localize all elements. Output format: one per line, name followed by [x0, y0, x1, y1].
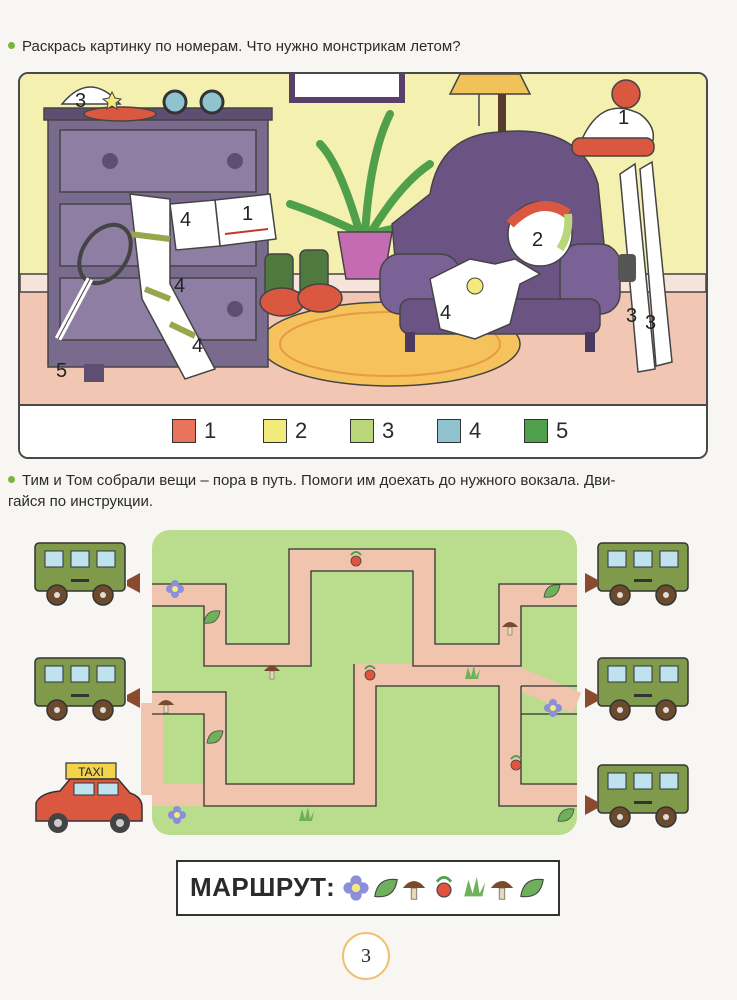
number-label: 4 [180, 209, 191, 231]
legend-number: 1 [204, 418, 217, 443]
number-label: 5 [56, 360, 67, 382]
number-label: 1 [618, 107, 629, 129]
leaf-icon [374, 878, 398, 898]
task-2-text-line-2: гайся по инструкции. [8, 493, 154, 510]
number-label: 1 [242, 203, 253, 225]
number-label: 3 [626, 305, 637, 327]
number-label: 2 [532, 229, 543, 251]
wagon-right-middle [597, 657, 689, 721]
legend-swatch [263, 419, 287, 443]
bullet-icon [8, 41, 15, 49]
route-steps [343, 875, 544, 901]
mushroom-icon [402, 880, 426, 900]
legend-item: 3 [350, 418, 394, 444]
legend-swatch [172, 419, 196, 443]
room-illustration: 3 1 4 1 2 4 4 4 5 3 3 [20, 74, 706, 404]
number-label: 4 [440, 302, 451, 324]
task-1-instruction: Раскрась картинку по номерам. Что нужно … [8, 36, 461, 57]
legend-number: 4 [469, 418, 482, 443]
legend-swatch [524, 419, 548, 443]
number-label: 3 [75, 90, 86, 112]
task-2-instruction: Тим и Том собрали вещи – пора в путь. По… [8, 470, 713, 512]
page-number: 3 [342, 932, 390, 980]
maze-walls [152, 548, 577, 807]
number-label: 4 [192, 335, 203, 357]
coloring-picture: 3 1 4 1 2 4 4 4 5 3 3 1 2 3 4 5 [18, 72, 708, 459]
legend-swatch [437, 419, 461, 443]
wagon-right-bottom [597, 764, 689, 828]
legend-swatch [350, 419, 374, 443]
berry-icon [435, 876, 453, 899]
legend-item: 5 [524, 418, 568, 444]
taxi-car: TAXI [35, 762, 143, 833]
legend-number: 2 [295, 418, 308, 443]
legend-item: 2 [263, 418, 307, 444]
bullet-icon [8, 475, 15, 483]
wagon-left-top [34, 542, 126, 606]
leaf-icon [520, 878, 544, 898]
task-2-text-line-1: Тим и Том собрали вещи – пора в путь. По… [22, 472, 616, 489]
flower-icon [343, 875, 369, 901]
legend-item: 4 [437, 418, 481, 444]
legend-item: 1 [172, 418, 216, 444]
number-label: 4 [174, 275, 185, 297]
legend-number: 3 [382, 418, 395, 443]
color-legend: 1 2 3 4 5 [20, 404, 706, 457]
wagon-left-middle [34, 657, 126, 721]
maze-area: TAXI [34, 530, 689, 835]
mushroom-icon [490, 880, 514, 900]
route-box: МАРШРУТ: [176, 860, 560, 916]
route-label: МАРШРУТ: [190, 872, 336, 902]
task-1-text: Раскрась картинку по номерам. Что нужно … [22, 38, 461, 55]
legend-number: 5 [556, 418, 569, 443]
number-label: 3 [645, 312, 656, 334]
taxi-sign: TAXI [78, 765, 104, 779]
wagon-right-top [597, 542, 689, 606]
grass-icon [464, 876, 486, 897]
